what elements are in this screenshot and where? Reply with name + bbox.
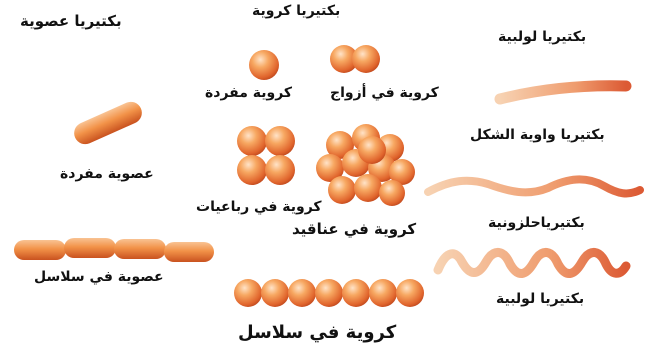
heading-coccus-bacteria: بكتيريا كروية [252, 4, 340, 18]
label-vibrio: بكتيريا واوية الشكل [470, 128, 605, 142]
streptobacillus-chain [14, 238, 214, 262]
label-streptobacillus: عصوية في سلاسل [34, 270, 164, 284]
diplococcus-cells [330, 45, 380, 73]
label-diplococcus: كروية في أزواج [330, 86, 439, 100]
single-coccus-cell [249, 50, 279, 80]
label-streptococcus: كروية في سلاسل [238, 324, 396, 342]
streptococcus-chain [234, 279, 424, 307]
staphylococcus-cluster [316, 124, 415, 206]
spirochete-cell [428, 179, 640, 193]
label-spirillum: بكتيريا لولبية [496, 292, 584, 306]
label-staphylococcus: كروية في عناقيد [292, 222, 416, 237]
spirillum-cell [438, 252, 626, 273]
label-single-rod: عصوية مفردة [60, 167, 154, 181]
label-tetrad: كروية في رباعيات [196, 200, 322, 214]
tetrad-cells [237, 126, 295, 185]
label-single-coccus: كروية مفردة [205, 86, 292, 100]
single-rod-cell [71, 98, 146, 147]
heading-rod-bacteria: بكتيريا عصوية [20, 14, 122, 29]
vibrio-cell [500, 86, 626, 99]
label-spirochete: بكتيرياحلزونية [488, 216, 585, 230]
heading-spiral-bacteria: بكتيريا لولبية [498, 30, 586, 44]
